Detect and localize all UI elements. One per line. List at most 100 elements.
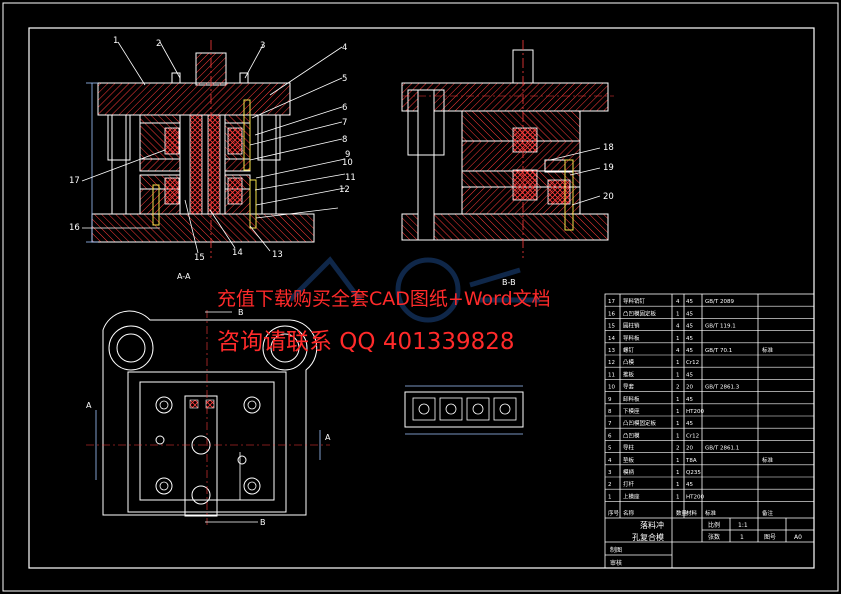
scale-value: 1:1 (738, 522, 748, 529)
section-bb-leaders (549, 147, 601, 206)
cut-a-right: A (325, 433, 331, 442)
parts-cell-qty: 4 (676, 348, 680, 354)
checker-label: 审核 (610, 559, 622, 567)
parts-cell-name: 上模座 (623, 492, 640, 500)
drawing-subtitle: 孔复合模 (632, 532, 664, 542)
designer-label: 制图 (610, 546, 622, 554)
section-aa-balloons: 1 2 3 4 5 6 7 8 9 10 11 12 13 14 15 16 1… (69, 36, 356, 263)
drawing-title: 落料冲 (640, 520, 664, 530)
parts-cell-name: 导料销钉 (623, 297, 646, 305)
parts-cell-mat: Q235 (686, 470, 701, 476)
parts-cell-qty: 1 (676, 336, 680, 342)
balloon-6: 6 (342, 103, 347, 113)
parts-cell-mat: 45 (686, 421, 693, 427)
parts-cell-qty: 2 (676, 446, 680, 452)
parts-cell-no: 17 (608, 299, 615, 305)
parts-cell-qty: 1 (676, 397, 680, 403)
parts-cell-no: 1 (608, 494, 612, 500)
parts-cell-note: 标准 (762, 346, 774, 354)
parts-cell-name: 打杆 (623, 480, 635, 488)
parts-cell-no: 15 (608, 324, 615, 330)
parts-cell-mat: 45 (686, 299, 693, 305)
section-aa-label: A-A (177, 272, 191, 281)
balloon-3: 3 (260, 41, 265, 51)
parts-cell-name: 凸凹模固定板 (623, 309, 657, 317)
parts-cell-std: GB/T 119.1 (705, 324, 736, 330)
parts-cell-no: 2 (608, 482, 612, 488)
balloon-17: 17 (69, 176, 80, 186)
parts-cell-name: 导料板 (623, 334, 640, 342)
parts-header-cell: 备注 (762, 509, 774, 517)
parts-cell-name: 螺钉 (623, 346, 635, 354)
balloon-20: 20 (603, 192, 614, 202)
title-block: 落料冲 孔复合模 比例 1:1 张数 1 图号 A0 制图 审核 (610, 520, 802, 567)
parts-cell-name: 凸模 (623, 358, 635, 366)
parts-cell-qty: 2 (676, 385, 680, 391)
balloon-8: 8 (342, 135, 347, 145)
parts-cell-name: 垫板 (623, 456, 635, 464)
parts-cell-no: 4 (608, 458, 612, 464)
balloon-19: 19 (603, 163, 614, 173)
parts-cell-mat: 45 (686, 397, 693, 403)
parts-cell-name: 圆柱销 (623, 322, 640, 330)
balloon-10: 10 (342, 158, 353, 168)
parts-cell-mat: Cr12 (686, 433, 699, 439)
parts-header-cell: 数量 (676, 509, 688, 517)
parts-cell-no: 9 (608, 397, 612, 403)
watermark-line-2: 咨询请联系 QQ 401339828 (217, 329, 515, 355)
parts-cell-qty: 1 (676, 433, 680, 439)
parts-cell-no: 16 (608, 311, 615, 317)
parts-cell-note: 标准 (762, 456, 774, 464)
section-bb-balloons: 18 19 20 (603, 143, 614, 202)
parts-cell-no: 5 (608, 446, 612, 452)
balloon-18: 18 (603, 143, 614, 153)
balloon-1: 1 (113, 36, 118, 46)
parts-cell-name: 卸料板 (623, 395, 640, 403)
balloon-12: 12 (339, 185, 350, 195)
parts-cell-no: 14 (608, 336, 615, 342)
parts-cell-qty: 1 (676, 494, 680, 500)
parts-cell-qty: 1 (676, 470, 680, 476)
parts-cell-no: 7 (608, 421, 612, 427)
balloon-7: 7 (342, 118, 347, 128)
parts-cell-mat: 45 (686, 336, 693, 342)
balloon-13: 13 (272, 250, 283, 260)
balloon-15: 15 (194, 253, 205, 263)
cut-a-left: A (86, 401, 92, 410)
parts-cell-qty: 1 (676, 360, 680, 366)
parts-cell-mat: 20 (686, 385, 693, 391)
strip-layout-view (404, 385, 524, 435)
parts-cell-mat: 45 (686, 348, 693, 354)
balloon-16: 16 (69, 223, 80, 233)
parts-cell-no: 6 (608, 433, 612, 439)
balloon-9: 9 (345, 150, 350, 160)
parts-cell-qty: 1 (676, 311, 680, 317)
balloon-14: 14 (232, 248, 243, 258)
parts-cell-mat: HT200 (686, 494, 704, 500)
parts-cell-qty: 1 (676, 409, 680, 415)
parts-cell-mat: 20 (686, 446, 693, 452)
parts-cell-name: 推板 (623, 370, 635, 378)
parts-cell-no: 11 (608, 372, 615, 378)
parts-cell-name: 凸凹模固定板 (623, 419, 657, 427)
parts-cell-std: GB/T 2861.1 (705, 446, 739, 452)
parts-cell-no: 13 (608, 348, 615, 354)
parts-cell-std: GB/T 2089 (705, 299, 734, 305)
parts-list-header: 序号名称数量材料标准备注 (608, 509, 774, 517)
section-bb-view (401, 40, 614, 258)
parts-list-frame (604, 293, 815, 569)
cut-b-bottom: B (260, 518, 266, 527)
parts-cell-qty: 4 (676, 324, 680, 330)
balloon-5: 5 (342, 74, 347, 84)
plan-view (86, 310, 330, 525)
cut-b-top: B (238, 308, 244, 317)
sheet-no-value: A0 (794, 534, 802, 541)
parts-cell-name: 模柄 (623, 468, 635, 476)
parts-cell-name: 导套 (623, 383, 635, 391)
parts-cell-mat: 45 (686, 311, 693, 317)
section-aa-view (86, 40, 315, 258)
parts-cell-std: GB/T 70.1 (705, 348, 732, 354)
parts-cell-mat: 45 (686, 372, 693, 378)
parts-cell-qty: 4 (676, 299, 680, 305)
